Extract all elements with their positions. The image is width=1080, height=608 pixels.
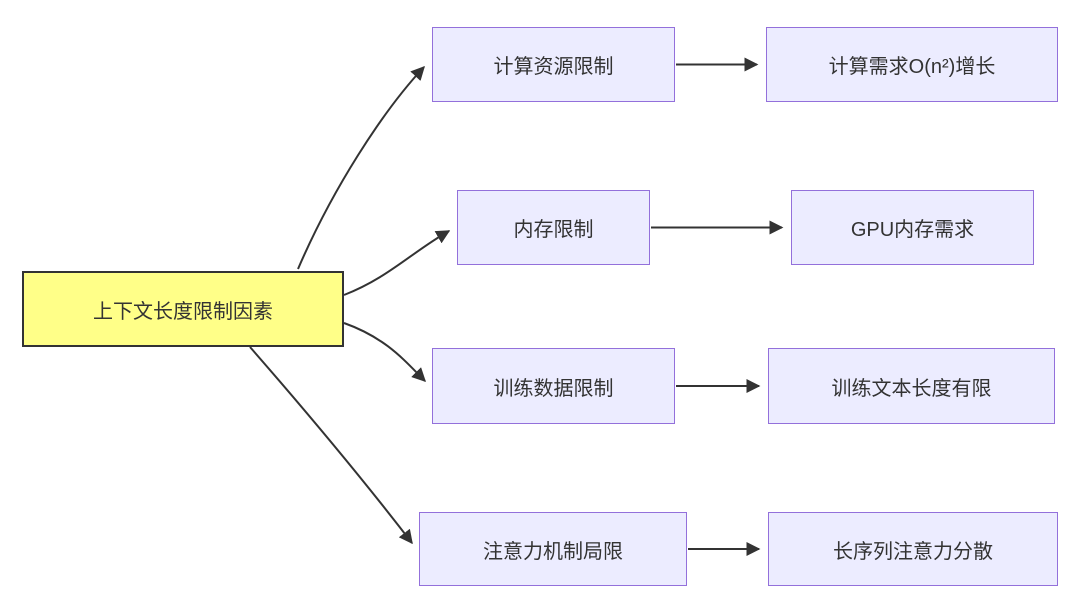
node-training-text-length-limited: 训练文本长度有限 <box>768 348 1055 424</box>
root-node-label: 上下文长度限制因素 <box>93 300 273 323</box>
node-compute-resource-limit: 计算资源限制 <box>432 27 675 102</box>
root-node: 上下文长度限制因素 <box>22 271 344 347</box>
node-label: 训练文本长度有限 <box>831 377 992 400</box>
node-label: 长序列注意力分散 <box>833 540 993 563</box>
node-label: 内存限制 <box>513 219 594 241</box>
node-long-sequence-attention-dispersion: 长序列注意力分散 <box>768 512 1058 586</box>
node-memory-limit: 内存限制 <box>457 190 650 265</box>
edge-root-to-compute <box>297 65 425 270</box>
edge-root-to-memory <box>343 230 451 296</box>
edge-root-to-training <box>343 322 426 382</box>
node-label: GPU内存需求 <box>850 219 975 241</box>
node-training-data-limit: 训练数据限制 <box>432 348 675 424</box>
node-label: 计算资源限制 <box>493 56 614 78</box>
node-label: 注意力机制局限 <box>483 540 623 563</box>
node-label: 训练数据限制 <box>493 377 614 400</box>
node-compute-demand-growth: 计算需求O(n²)增长 <box>766 27 1058 102</box>
node-label: 计算需求O(n²)增长 <box>828 56 996 78</box>
node-gpu-memory-demand: GPU内存需求 <box>791 190 1034 265</box>
node-attention-mechanism-limit: 注意力机制局限 <box>419 512 687 586</box>
edge-root-to-attention <box>249 346 413 545</box>
